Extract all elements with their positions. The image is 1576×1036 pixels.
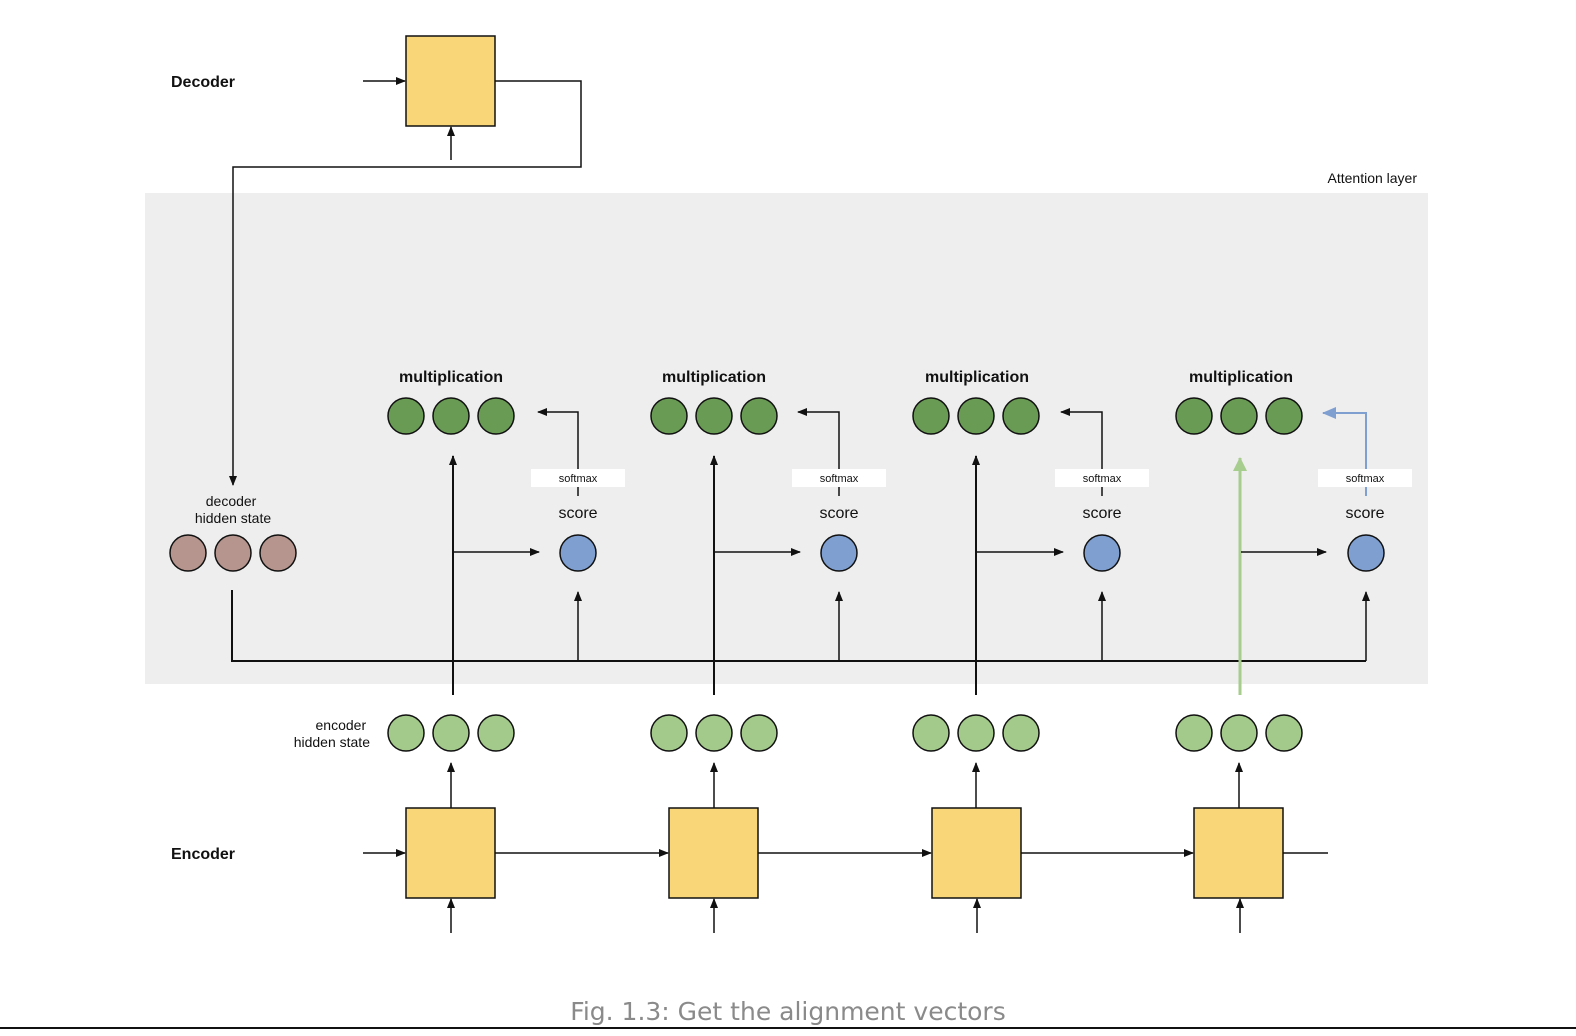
score-label: score	[1345, 505, 1384, 522]
decoder-to-hidden-state-line	[229, 80, 582, 486]
multiplication-label: multiplication	[399, 369, 503, 386]
encoder-hidden-node	[1265, 714, 1303, 752]
encoder-hidden-state-label-line2: hidden state	[294, 734, 370, 750]
softmax-arrow	[1060, 408, 1103, 496]
softmax-box	[531, 469, 625, 487]
encoder-hidden-node	[1220, 714, 1258, 752]
encoder-hidden-node	[740, 714, 778, 752]
multiplication-node	[477, 397, 515, 435]
multiplication-node	[1002, 397, 1040, 435]
encoder-hidden-node	[477, 714, 515, 752]
score-node	[559, 534, 597, 572]
multiplication-node	[1175, 397, 1213, 435]
decoder-hidden-node	[169, 534, 207, 572]
score-label: score	[558, 505, 597, 522]
decoder-hidden-state-label-line2: hidden state	[195, 510, 271, 526]
decoder-hidden-node	[214, 534, 252, 572]
multiplication-label: multiplication	[1189, 369, 1293, 386]
softmax-label: softmax	[559, 473, 598, 485]
encoder-hidden-node	[1175, 714, 1213, 752]
encoder-label: Encoder	[171, 846, 235, 863]
multiplication-node	[912, 397, 950, 435]
encoder-hidden-node	[432, 714, 470, 752]
encoder-hidden-node	[650, 714, 688, 752]
score-label: score	[1082, 505, 1121, 522]
decoder-hidden-state-label: decoder hidden state	[195, 493, 271, 526]
softmax-label: softmax	[1346, 473, 1385, 485]
score-node	[820, 534, 858, 572]
attention-layer-label: Attention layer	[1328, 170, 1418, 186]
multiplication-label: multiplication	[925, 369, 1029, 386]
softmax-label: softmax	[820, 473, 859, 485]
encoder-hidden-state-label: encoder hidden state	[294, 717, 370, 750]
multiplication-node	[1220, 397, 1258, 435]
multiplication-node	[957, 397, 995, 435]
encoder-hidden-node	[387, 714, 425, 752]
decoder-state-bus-line	[231, 590, 1366, 662]
softmax-arrow	[537, 408, 579, 496]
multiplication-node	[740, 397, 778, 435]
attention-layer-region	[145, 193, 1428, 684]
attention-step-2: multiplication score softmax	[650, 369, 932, 933]
encoder-hidden-state-label-line1: encoder	[316, 717, 367, 733]
score-node	[1347, 534, 1385, 572]
decoder-cell	[405, 35, 496, 127]
decoder-hidden-state-label-line1: decoder	[206, 493, 257, 509]
multiplication-node	[695, 397, 733, 435]
encoder-hidden-node	[695, 714, 733, 752]
encoder-hidden-node	[957, 714, 995, 752]
softmax-box	[1055, 469, 1149, 487]
attention-step-4: multiplication score softmax	[1175, 369, 1412, 933]
encoder-cell	[1193, 807, 1284, 899]
figure-caption: Fig. 1.3: Get the alignment vectors	[570, 997, 1006, 1026]
decoder-hidden-state-nodes	[169, 534, 297, 572]
decoder-label: Decoder	[171, 74, 235, 91]
encoder-cell	[931, 807, 1022, 899]
score-label: score	[819, 505, 858, 522]
multiplication-node	[432, 397, 470, 435]
multiplication-node	[650, 397, 688, 435]
softmax-box	[1318, 469, 1412, 487]
multiplication-node	[1265, 397, 1303, 435]
softmax-arrow	[797, 408, 840, 496]
multiplication-node	[387, 397, 425, 435]
score-node	[1083, 534, 1121, 572]
encoder-hidden-node	[912, 714, 950, 752]
encoder-cell	[668, 807, 759, 899]
attention-step-3: multiplication score softmax	[912, 369, 1194, 933]
decoder-hidden-node	[259, 534, 297, 572]
softmax-box	[792, 469, 886, 487]
highlighted-softmax-arrow	[1322, 407, 1367, 496]
attention-step-1: multiplication score softmax	[387, 369, 669, 933]
bottom-divider	[0, 1027, 1576, 1029]
multiplication-label: multiplication	[662, 369, 766, 386]
encoder-cell	[405, 807, 496, 899]
encoder-hidden-node	[1002, 714, 1040, 752]
softmax-label: softmax	[1083, 473, 1122, 485]
